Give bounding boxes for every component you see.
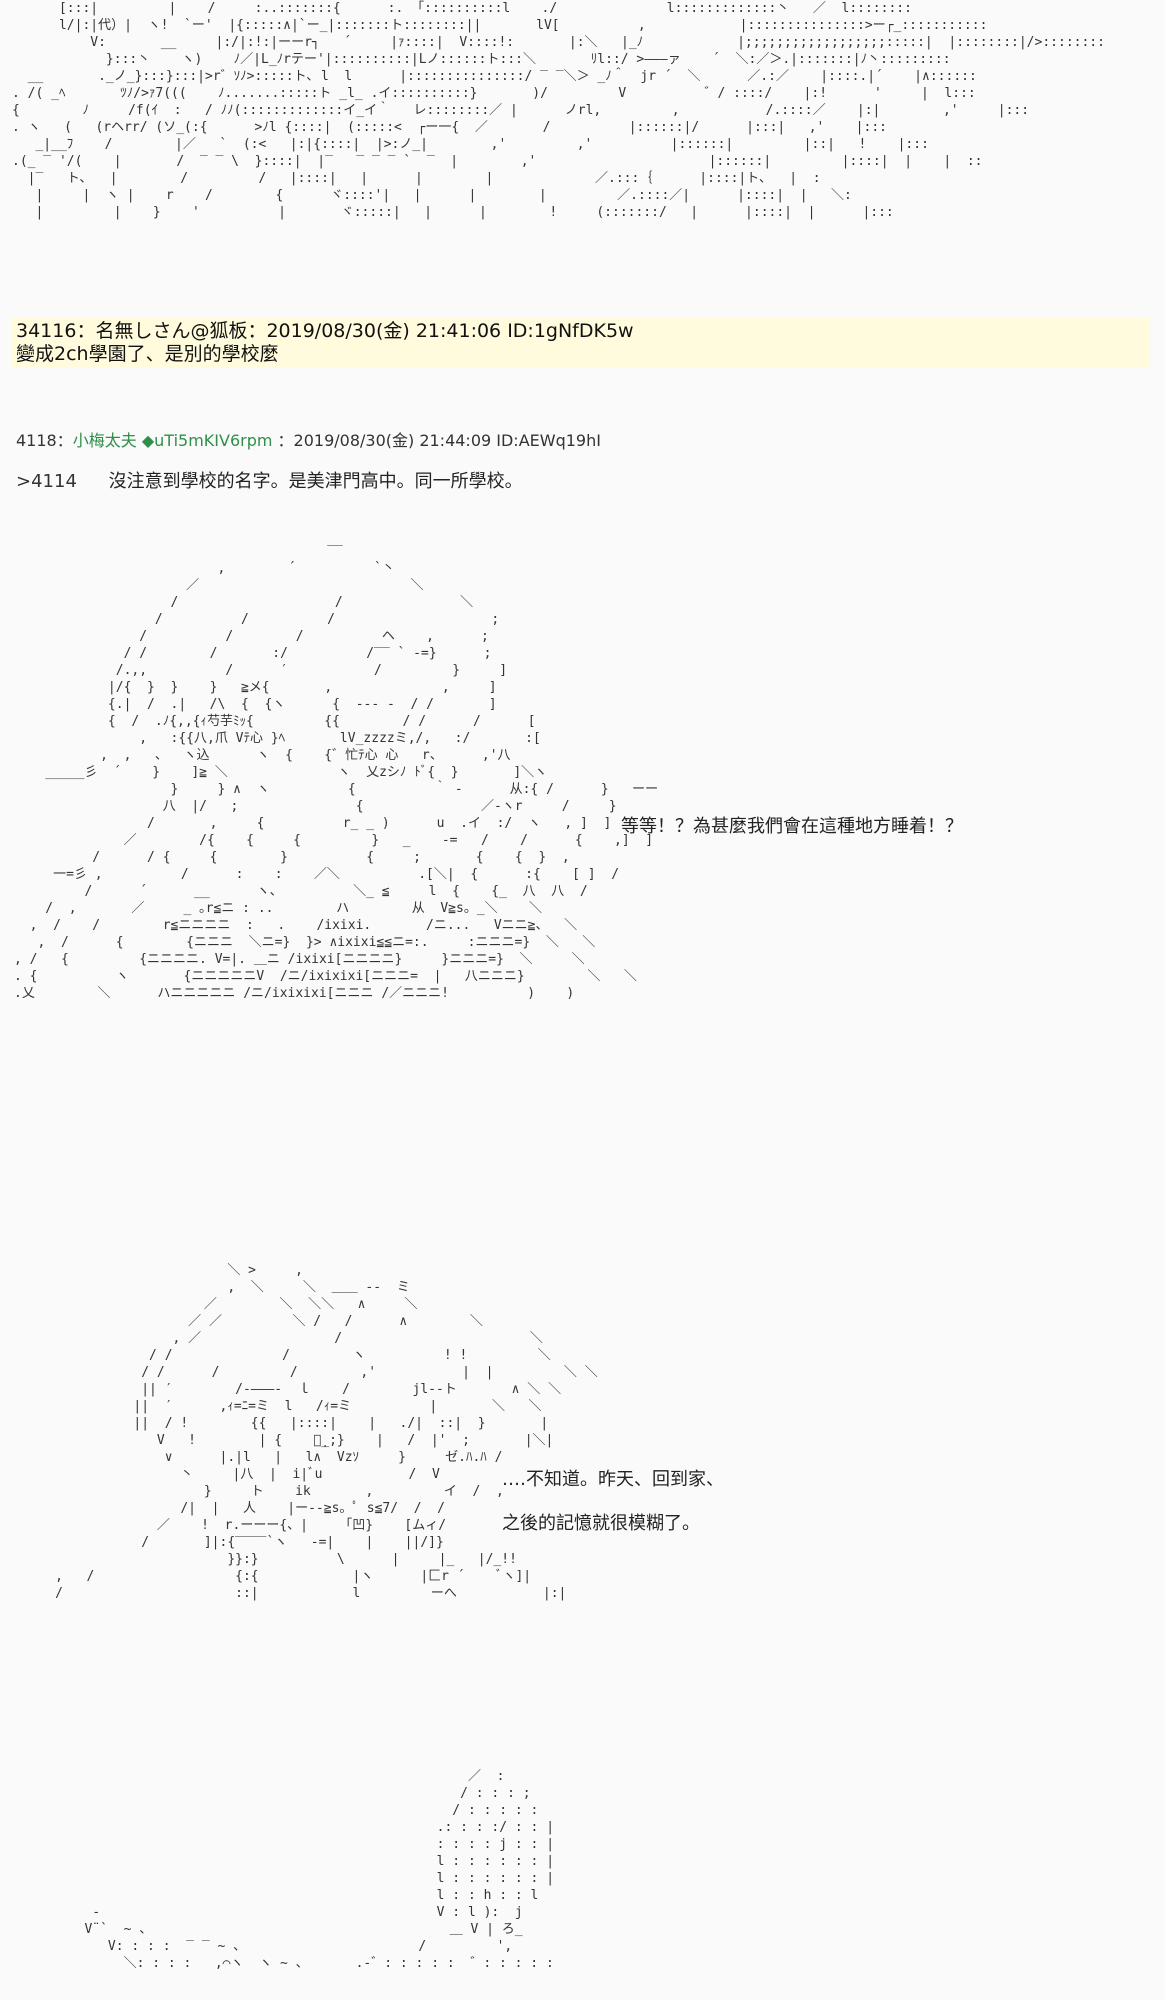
ascii-art-block-3: ＼ > , , ＼ ＼ ＿＿ -‐ ミ ／ ＼ ＼＼ ∧ ＼ ／ ／ ＼ / /… bbox=[55, 1263, 598, 1601]
post-body: >4114 沒注意到學校的名字。是美津門高中。同一所學校。 bbox=[16, 470, 523, 494]
dialogue-line-3: 之後的記憶就很模糊了。 bbox=[502, 1513, 700, 1534]
post-34116: 34116：名無しさん@狐板：2019/08/30(金) 21:41:06 ID… bbox=[12, 318, 1150, 368]
ascii-art-block-4: ／ : / : : : ; / : : : : : .: : : bbox=[84, 1769, 555, 1971]
post-meta: ：2019/08/30(金) 21:44:09 ID:AEWq19hI bbox=[277, 431, 601, 450]
post-body: 變成2ch學園了、是別的學校麼 bbox=[16, 343, 279, 365]
reply-text: 沒注意到學校的名字。是美津門高中。同一所學校。 bbox=[108, 471, 523, 492]
dialogue-line-2: ‥‥不知道。昨天、回到家、 bbox=[502, 1469, 725, 1490]
post-header: 4118：小梅太夫 ◆uTi5mKIV6rpm ：2019/08/30(金) 2… bbox=[16, 431, 601, 450]
poster-name[interactable]: 小梅太夫 bbox=[72, 431, 137, 450]
ascii-art-block-2: ‾‾ , ´ `丶 ／ ＼ / / ＼ / / bbox=[14, 544, 659, 1001]
dialogue-line-1: 等等！？為甚麼我們會在這種地方睡着！？ bbox=[621, 816, 963, 837]
post-header: 34116：名無しさん@狐板：2019/08/30(金) 21:41:06 ID… bbox=[16, 320, 634, 342]
ascii-art-block-1: [:::| | / :..:::::::{ :. 「::::::::::l ./… bbox=[12, 1, 1105, 220]
poster-trip: ◆uTi5mKIV6rpm bbox=[141, 431, 273, 450]
post-number: 4118 bbox=[16, 431, 57, 450]
reply-anchor-link[interactable]: >4114 bbox=[16, 471, 77, 492]
